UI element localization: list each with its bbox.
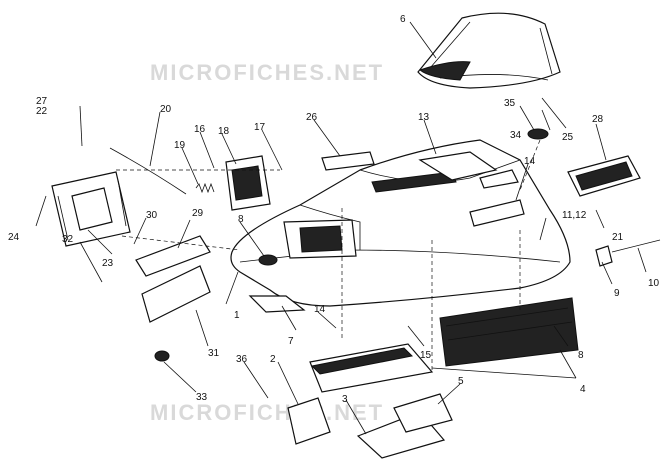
callout-7: 7 [288,336,294,347]
callout-3: 3 [342,394,348,405]
callout-19: 19 [174,140,186,151]
callout-14b: 14 [314,304,326,315]
callout-15: 15 [420,350,432,361]
part-side-plate [141,265,211,323]
part-trim-strip [248,295,306,313]
part-hinge [595,245,613,267]
part-cable [109,147,187,195]
part-spring [195,182,215,194]
callout-23: 23 [102,258,114,269]
part-decal [321,151,375,171]
callout-25: 25 [562,132,574,143]
callout-1: 1 [234,310,240,321]
callout-2: 2 [270,354,276,365]
callout-4: 4 [580,384,586,395]
callout-28: 28 [592,114,604,125]
callout-17: 17 [254,122,266,133]
callout-13: 13 [418,112,430,123]
part-grommet [154,350,170,362]
callout-27: 27 [36,96,48,107]
callout-20: 20 [160,104,172,115]
callout-29: 29 [192,208,204,219]
callout-labels: 1 2 3 4 5 6 7 8 8 9 10 11,12 13 14 14 15… [8,14,660,405]
callout-16: 16 [194,124,206,135]
callout-8a: 8 [238,214,244,225]
part-windshield [417,12,561,89]
callout-18: 18 [218,126,230,137]
watermark-top: MICROFICHES.NET [150,60,384,85]
callout-36: 36 [236,354,248,365]
part-foam-pad-bottom [309,343,434,393]
callout-9: 9 [614,288,620,299]
part-bracket [135,235,211,277]
part-lower-bracket-right [393,393,453,433]
callout-5: 5 [458,376,464,387]
callout-32: 32 [62,234,74,245]
callout-11-12: 11,12 [562,210,587,221]
callout-34: 34 [510,130,522,141]
callout-31: 31 [208,348,220,359]
watermark-bottom: MICROFICHES.NET [150,400,384,425]
leader-lines [35,21,647,435]
part-foam-pad-right [439,297,579,367]
callout-14a: 14 [524,156,536,167]
callout-35: 35 [504,98,516,109]
callout-22: 22 [36,106,48,117]
callout-21: 21 [612,232,624,243]
part-instrument-panel [51,171,131,247]
callout-30: 30 [146,210,158,221]
callout-33: 33 [196,392,208,403]
callout-10: 10 [648,278,660,289]
callout-26: 26 [306,112,318,123]
part-emblem [527,128,549,140]
callout-8b: 8 [578,350,584,361]
part-dash-module [225,155,271,211]
callout-6: 6 [400,14,406,25]
part-lower-bracket-left [287,397,331,445]
part-hood [230,139,571,307]
part-side-grille [567,155,641,197]
callout-24: 24 [8,232,20,243]
